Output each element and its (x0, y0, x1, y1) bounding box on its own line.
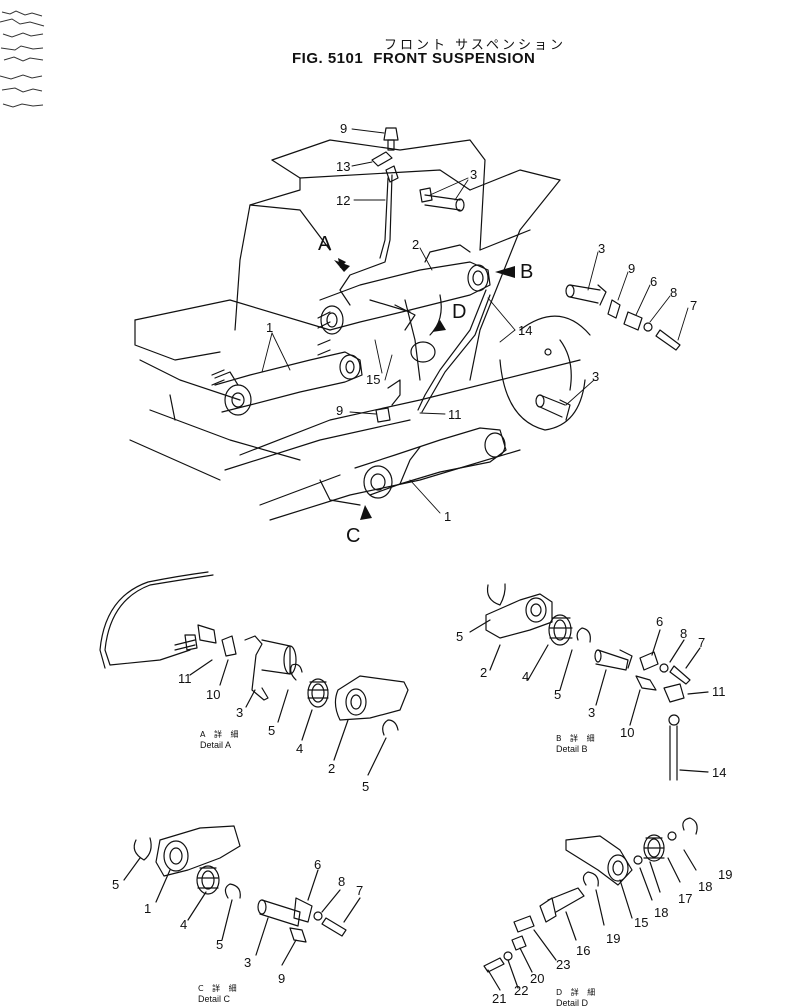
detail-c-jp: C 詳 細 (198, 984, 240, 993)
label-a-10: 10 (206, 687, 221, 702)
detail-a-caption: A 詳 細 Detail A (200, 730, 242, 750)
detail-a-drawing (99, 571, 409, 776)
label-main-14: 14 (518, 323, 533, 338)
label-main-9a: 9 (340, 121, 348, 136)
figure-number: FIG. 5101 (292, 50, 364, 67)
main-frame (129, 139, 581, 521)
label-main-8: 8 (670, 285, 678, 300)
label-d-21: 21 (492, 991, 507, 1006)
detail-b-jp: B 詳 細 (556, 734, 598, 743)
housing-drum (499, 315, 591, 431)
right-pins (211, 284, 681, 423)
detail-c-en: Detail C (198, 994, 231, 1004)
label-b-3: 3 (588, 705, 596, 720)
figure-name: FRONT SUSPENSION (373, 50, 536, 67)
detail-b-drawing (469, 583, 709, 781)
detail-a-en: Detail A (200, 740, 232, 750)
label-b-11: 11 (712, 684, 726, 699)
label-b-7: 7 (698, 635, 706, 650)
label-c-5b: 5 (216, 937, 224, 952)
label-main-11: 11 (448, 407, 462, 422)
label-b-5a: 5 (456, 629, 464, 644)
label-main-2: 2 (412, 237, 420, 252)
detail-c-caption: C 詳 細 Detail C (198, 984, 240, 1004)
label-main-7: 7 (690, 298, 698, 313)
label-c-1: 1 (144, 901, 152, 916)
label-main-3c: 3 (592, 369, 600, 384)
label-c-8: 8 (338, 874, 346, 889)
view-letter-a: A (318, 233, 332, 255)
label-d-19a: 19 (718, 867, 733, 882)
label-c-6: 6 (314, 857, 322, 872)
view-letter-b: B (520, 261, 534, 283)
label-b-10: 10 (620, 725, 635, 740)
label-b-6: 6 (656, 614, 664, 629)
label-c-4: 4 (180, 917, 188, 932)
label-d-20: 20 (530, 971, 545, 986)
top-fittings (371, 127, 465, 212)
label-b-14: 14 (712, 765, 727, 780)
label-c-9: 9 (278, 971, 286, 986)
lower-arm-right (354, 427, 507, 499)
label-d-22: 22 (514, 983, 529, 998)
label-main-9c: 9 (336, 403, 344, 418)
label-a-5b: 5 (362, 779, 370, 794)
label-d-23: 23 (556, 957, 571, 972)
detail-d-jp: D 詳 細 (556, 988, 599, 997)
lower-arm-left (214, 351, 363, 416)
detail-a-jp: A 詳 細 (200, 730, 242, 739)
label-main-3a: 3 (470, 167, 478, 182)
label-a-4: 4 (296, 741, 304, 756)
scan-noise (0, 10, 45, 108)
detail-b-caption: B 詳 細 Detail B (556, 734, 598, 754)
label-main-13: 13 (336, 159, 351, 174)
label-d-18b: 18 (654, 905, 669, 920)
label-main-1a: 1 (266, 320, 274, 335)
label-d-18a: 18 (698, 879, 713, 894)
label-d-19b: 19 (606, 931, 621, 946)
title-japanese: フロント サスペンション (384, 38, 566, 53)
label-main-3b: 3 (598, 241, 606, 256)
label-main-12: 12 (336, 193, 351, 208)
label-a-11: 11 (178, 671, 192, 686)
view-letter-c: C (346, 525, 361, 547)
grease-hoses (339, 174, 491, 413)
label-main-9b: 9 (628, 261, 636, 276)
label-b-2: 2 (480, 665, 488, 680)
detail-d-drawing (483, 817, 698, 991)
label-a-3: 3 (236, 705, 244, 720)
label-a-2: 2 (328, 761, 336, 776)
label-b-4: 4 (522, 669, 530, 684)
label-c-3: 3 (244, 955, 252, 970)
label-main-15: 15 (366, 372, 381, 387)
label-c-5a: 5 (112, 877, 120, 892)
label-main-1b: 1 (444, 509, 452, 524)
detail-b-en: Detail B (556, 744, 588, 754)
label-a-5: 5 (268, 723, 276, 738)
label-main-6: 6 (650, 274, 658, 289)
label-d-16: 16 (576, 943, 591, 958)
label-c-7: 7 (356, 883, 364, 898)
figure-title: FIG. 5101 FRONT SUSPENSION (292, 50, 535, 67)
detail-c-drawing (123, 825, 361, 966)
detail-d-caption: D 詳 細 Detail D (556, 988, 598, 1008)
view-letter-d: D (452, 301, 467, 323)
label-d-17: 17 (678, 891, 693, 906)
leader-lines-main (261, 128, 689, 514)
label-b-5b: 5 (554, 687, 562, 702)
view-arrows (334, 258, 515, 520)
upper-arm (319, 244, 491, 363)
label-b-8: 8 (680, 626, 688, 641)
label-d-15: 15 (634, 915, 649, 930)
detail-d-en: Detail D (556, 998, 589, 1008)
